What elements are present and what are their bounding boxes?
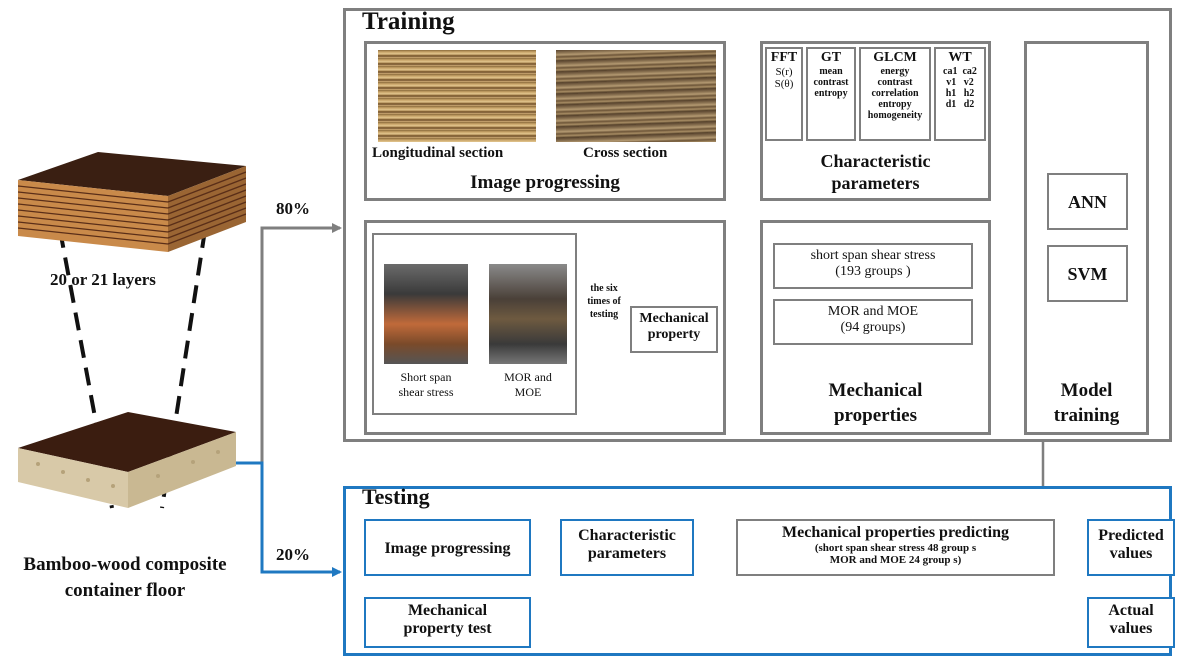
actual-l1: Actual xyxy=(1108,602,1154,619)
gt-box: GT mean contrast entropy xyxy=(806,47,856,141)
longitudinal-label: Longitudinal section xyxy=(372,145,504,161)
mechanical-property-l1: Mechanical xyxy=(639,311,709,326)
ann-box: ANN xyxy=(1047,173,1128,230)
predicted-l2: values xyxy=(1109,545,1153,562)
gt-l2: contrast xyxy=(813,77,849,88)
characteristic-title-l1: Characteristic xyxy=(820,151,931,171)
gt-title: GT xyxy=(820,50,842,65)
test-char-l1: Characteristic xyxy=(578,527,676,544)
predicting-l2: MOR and MOE 24 group s) xyxy=(829,554,962,566)
glcm-l3: correlation xyxy=(871,88,919,99)
predicting-l1: (short span shear stress 48 group s xyxy=(814,542,977,554)
wt-l3: h1 h2 xyxy=(945,88,975,99)
characteristic-title: Characteristic parameters xyxy=(760,150,991,194)
glcm-title: GLCM xyxy=(873,50,917,65)
longitudinal-section-image xyxy=(378,50,536,142)
testing-title: Testing xyxy=(362,484,430,509)
svm-label: SVM xyxy=(1067,264,1108,284)
floor-label-line1: Bamboo-wood composite xyxy=(23,554,227,575)
split-line xyxy=(236,223,342,465)
mechanical-properties-title-l2: properties xyxy=(833,405,918,426)
test-image-progressing-label: Image progressing xyxy=(384,540,511,557)
mech-property-test-box: Mechanical property test xyxy=(364,597,531,648)
mor-moe-box-l1: MOR and MOE xyxy=(827,304,919,319)
wt-title: WT xyxy=(948,50,972,65)
mor-moe-photo xyxy=(489,264,567,364)
short-span-photo xyxy=(384,264,468,364)
characteristic-title-l2: parameters xyxy=(831,173,920,193)
floor-panel-icon xyxy=(18,412,236,508)
six-times-l1: the six xyxy=(590,283,618,294)
mor-moe-box: MOR and MOE (94 groups) xyxy=(773,299,973,345)
short-span-label-l2: shear stress xyxy=(398,385,454,399)
short-span-label: Short span shear stress xyxy=(380,370,472,400)
mech-test-l2: property test xyxy=(403,620,492,637)
predicting-title: Mechanical properties predicting xyxy=(782,524,1009,541)
test-char-l2: parameters xyxy=(587,545,667,562)
fft-title: FFT xyxy=(770,50,798,65)
wt-box: WT ca1 ca2 v1 v2 h1 h2 d1 d2 xyxy=(934,47,986,141)
shear-stress-l1: short span shear stress xyxy=(810,248,936,263)
split-line-blue xyxy=(236,461,342,577)
fft-l2: S(θ) xyxy=(774,78,794,90)
six-times-l3: testing xyxy=(589,309,619,320)
model-training-title-l2: training xyxy=(1053,405,1120,426)
mor-moe-label: MOR and MOE xyxy=(485,370,571,400)
layered-stack-image xyxy=(17,140,247,252)
predicting-box: Mechanical properties predicting (short … xyxy=(736,519,1055,576)
model-training-title: Model training xyxy=(1024,378,1149,428)
mechanical-property-l2: property xyxy=(647,327,701,342)
model-training-title-l1: Model xyxy=(1060,380,1113,401)
wt-l4: d1 d2 xyxy=(945,99,975,110)
actual-l2: values xyxy=(1109,620,1153,637)
shear-stress-box: short span shear stress (193 groups ) xyxy=(773,243,973,289)
mechanical-properties-title: Mechanical properties xyxy=(760,378,991,428)
actual-values-box: Actual values xyxy=(1087,597,1175,648)
image-progressing-title: Image progressing xyxy=(470,172,620,193)
test-pct: 20% xyxy=(276,545,310,564)
glcm-l1: energy xyxy=(880,66,910,77)
wt-l1: ca1 ca2 xyxy=(943,66,977,77)
shear-stress-l2: (193 groups ) xyxy=(835,264,911,279)
glcm-l5: homogeneity xyxy=(867,110,923,121)
wt-l2: v1 v2 xyxy=(946,77,974,88)
six-times-l2: times of xyxy=(587,296,621,307)
glcm-l4: entropy xyxy=(878,99,912,110)
training-title: Training xyxy=(362,8,455,35)
predicted-values-box: Predicted values xyxy=(1087,519,1175,576)
test-image-progressing-box: Image progressing xyxy=(364,519,531,576)
layer-stack-icon xyxy=(17,152,247,252)
short-span-label-l1: Short span xyxy=(400,370,452,384)
glcm-box: GLCM energy contrast correlation entropy… xyxy=(859,47,931,141)
gt-l1: mean xyxy=(819,66,843,77)
cross-section-image xyxy=(556,50,716,142)
gt-l3: entropy xyxy=(814,88,848,99)
mor-moe-label-l1: MOR and xyxy=(504,370,552,384)
mechanical-property-box: Mechanical property xyxy=(630,306,718,353)
glcm-l2: contrast xyxy=(877,77,913,88)
ann-label: ANN xyxy=(1068,192,1107,212)
fft-box: FFT S(r) S(θ) xyxy=(765,47,803,141)
mor-moe-box-l2: (94 groups) xyxy=(840,320,906,335)
model-training-box xyxy=(1024,41,1149,435)
mech-test-l1: Mechanical xyxy=(407,602,488,619)
svm-box: SVM xyxy=(1047,245,1128,302)
cross-label: Cross section xyxy=(583,145,668,161)
test-characteristic-box: Characteristic parameters xyxy=(560,519,694,576)
mor-moe-label-l2: MOE xyxy=(514,385,542,399)
floor-panel-image xyxy=(18,412,236,508)
predicted-l1: Predicted xyxy=(1098,527,1164,544)
floor-label-line2: container floor xyxy=(64,580,186,601)
train-pct: 80% xyxy=(276,199,310,218)
fft-l1: S(r) xyxy=(775,66,793,78)
six-times-label: the six times of testing xyxy=(578,282,630,321)
layers-label: 20 or 21 layers xyxy=(50,270,156,289)
floor-label: Bamboo-wood composite container floor xyxy=(0,552,250,604)
mechanical-properties-title-l1: Mechanical xyxy=(828,380,923,401)
